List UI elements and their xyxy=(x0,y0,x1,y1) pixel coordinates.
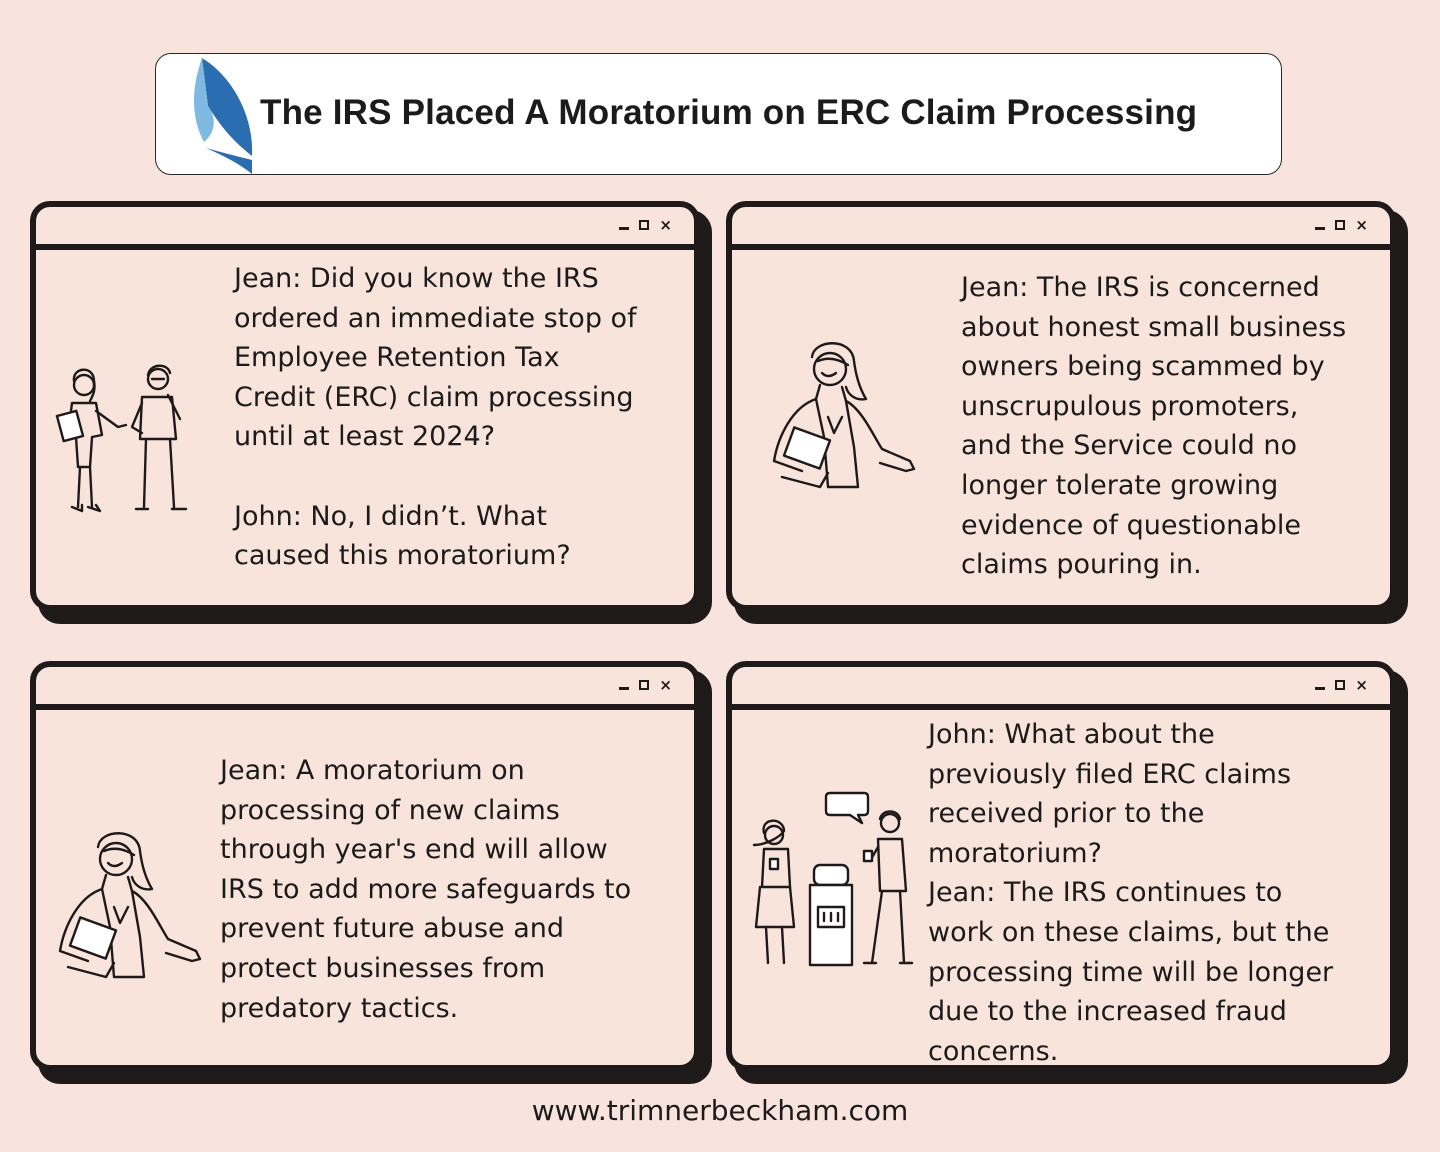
woman-presenting-icon xyxy=(58,832,202,979)
dialog-window-1: × Jean: Did you know the IRS ordered an … xyxy=(30,201,700,611)
website-url[interactable]: www.trimnerbeckham.com xyxy=(531,1094,909,1127)
minimize-icon[interactable] xyxy=(619,226,630,230)
close-icon[interactable]: × xyxy=(1355,675,1368,694)
close-icon[interactable]: × xyxy=(659,675,672,694)
window-titlebar: × xyxy=(732,667,1390,710)
woman-presenting-icon xyxy=(772,342,916,489)
close-icon[interactable]: × xyxy=(1355,215,1368,234)
minimize-icon[interactable] xyxy=(1315,686,1326,690)
title-banner: The IRS Placed A Moratorium on ERC Claim… xyxy=(155,53,1282,175)
dialog-window-3: × Jean: A moratorium on processing of ne… xyxy=(30,661,700,1071)
dialogue-text: Jean: A moratorium on processing of new … xyxy=(220,755,632,1024)
maximize-icon[interactable] xyxy=(1335,680,1346,690)
maximize-icon[interactable] xyxy=(639,680,650,690)
sail-logo-icon xyxy=(194,58,253,174)
window-titlebar: × xyxy=(36,667,694,710)
window-titlebar: × xyxy=(732,207,1390,250)
dialog-window-4: × John: What about the previously filed … xyxy=(726,661,1396,1071)
dialogue-text: Jean: Did you know the IRS ordered an im… xyxy=(234,263,637,572)
minimize-icon[interactable] xyxy=(1315,226,1326,230)
maximize-icon[interactable] xyxy=(639,220,650,230)
minimize-icon[interactable] xyxy=(619,686,630,690)
dialogue-text: John: What about the previously filed ER… xyxy=(928,719,1334,1067)
window-titlebar: × xyxy=(36,207,694,250)
page-title: The IRS Placed A Moratorium on ERC Claim… xyxy=(260,93,1198,132)
maximize-icon[interactable] xyxy=(1335,220,1346,230)
water-cooler-chat-icon xyxy=(752,791,914,967)
dialogue-text: Jean: The IRS is concerned about honest … xyxy=(961,272,1347,581)
two-people-talking-icon xyxy=(55,364,188,513)
close-icon[interactable]: × xyxy=(659,215,672,234)
dialog-window-2: × Jean: The IRS is concerned about hones… xyxy=(726,201,1396,611)
